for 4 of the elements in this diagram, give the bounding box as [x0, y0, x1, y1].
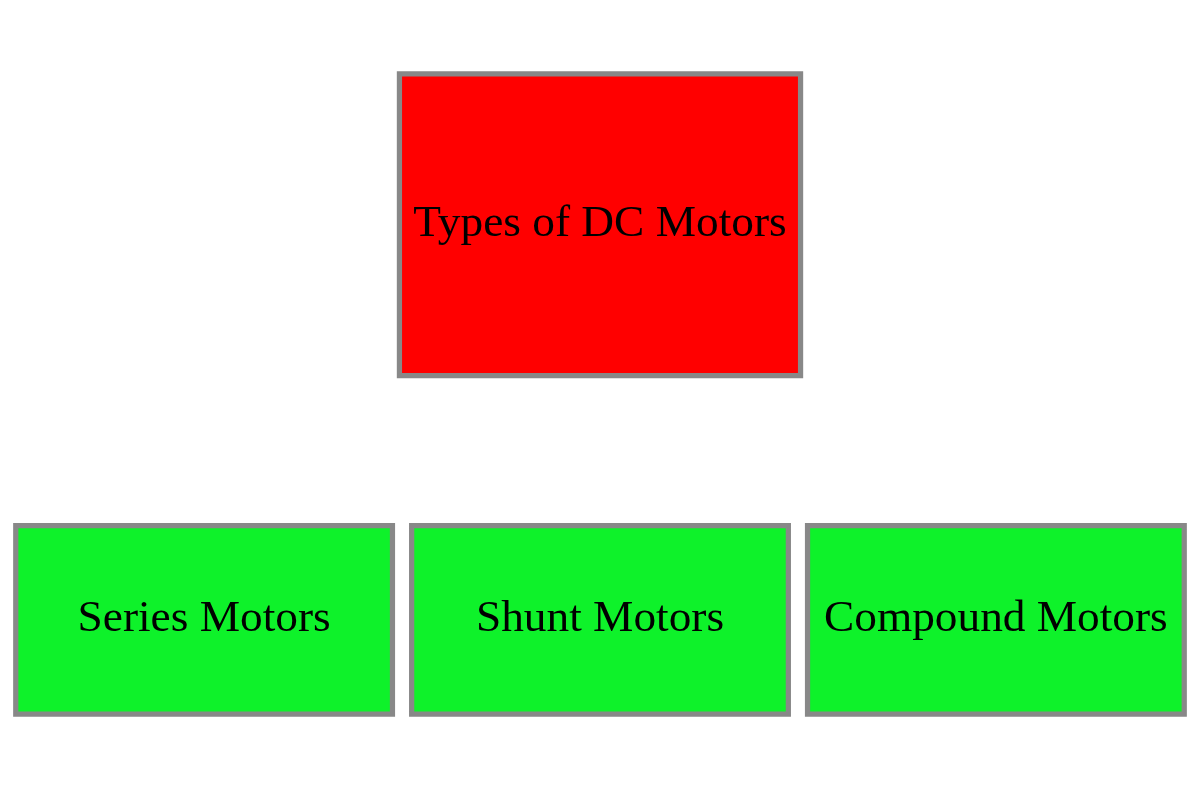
node-box: Compound Motors	[804, 523, 1187, 717]
node-box: Types of DC Motors	[396, 71, 804, 379]
node-box: Shunt Motors	[409, 523, 791, 717]
node-box: Series Motors	[13, 523, 396, 717]
